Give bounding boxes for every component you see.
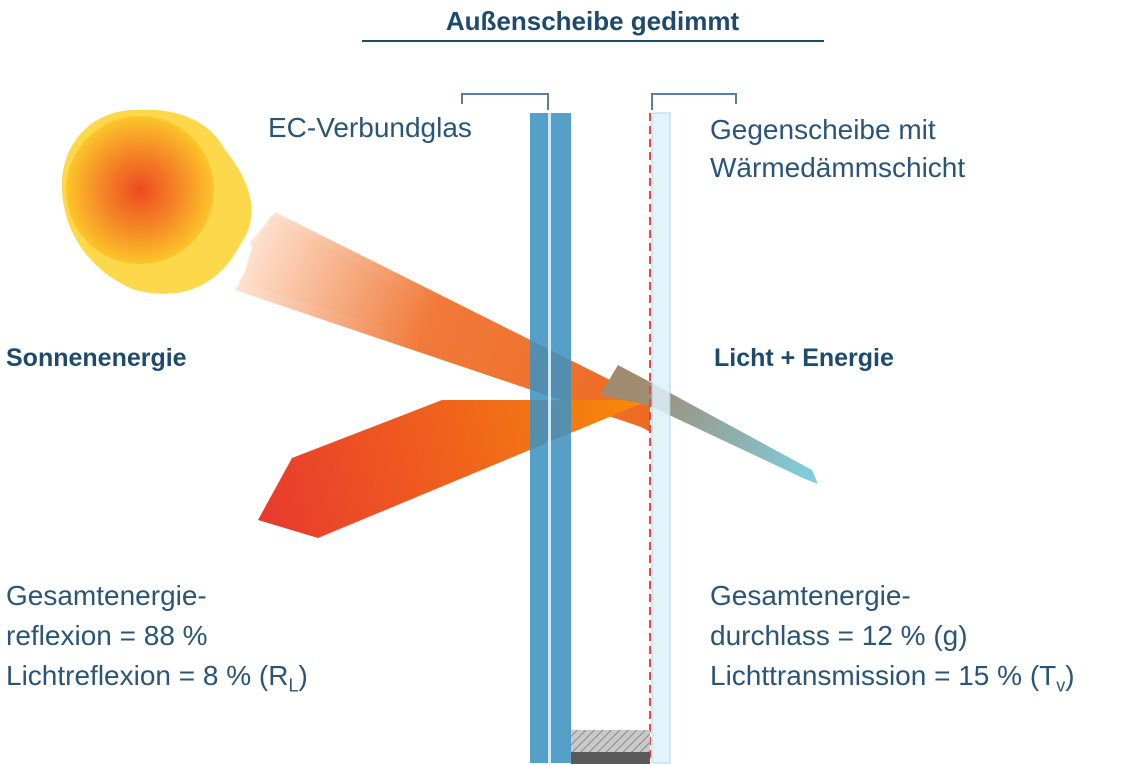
sun-icon [61, 109, 252, 294]
ec-laminated-glass [530, 113, 571, 763]
transmission-line3: Lichttransmission = 15 % (Tv) [710, 660, 1075, 696]
transmission-line1: Gesamtenergie- [710, 580, 911, 611]
counter-pane-bracket [651, 93, 737, 110]
reflection-line3: Lichtreflexion = 8 % (RL) [6, 660, 308, 696]
reflection-line1: Gesamtenergie- [6, 580, 207, 611]
edge-spacer [571, 730, 650, 764]
solar-energy-label: Sonnenenergie [6, 344, 187, 372]
counter-pane-label-line2: Wärmedämmschicht [710, 152, 966, 183]
counter-pane [649, 112, 671, 764]
diagram-title: Außenscheibe gedimmt [445, 6, 740, 36]
title-underline [362, 40, 824, 42]
reflection-line2: reflexion = 88 % [6, 620, 208, 651]
ec-glass-label: EC-Verbundglas [268, 112, 472, 143]
reflection-arrow [258, 400, 650, 538]
transmission-line2: durchlass = 12 % (g) [710, 620, 968, 651]
solar-beam-main [235, 212, 650, 430]
counter-pane-label-line1: Gegenscheibe mit [710, 114, 936, 145]
transmission-arrow [600, 365, 818, 484]
ec-glass-bracket [461, 93, 549, 110]
light-energy-label: Licht + Energie [714, 344, 894, 372]
